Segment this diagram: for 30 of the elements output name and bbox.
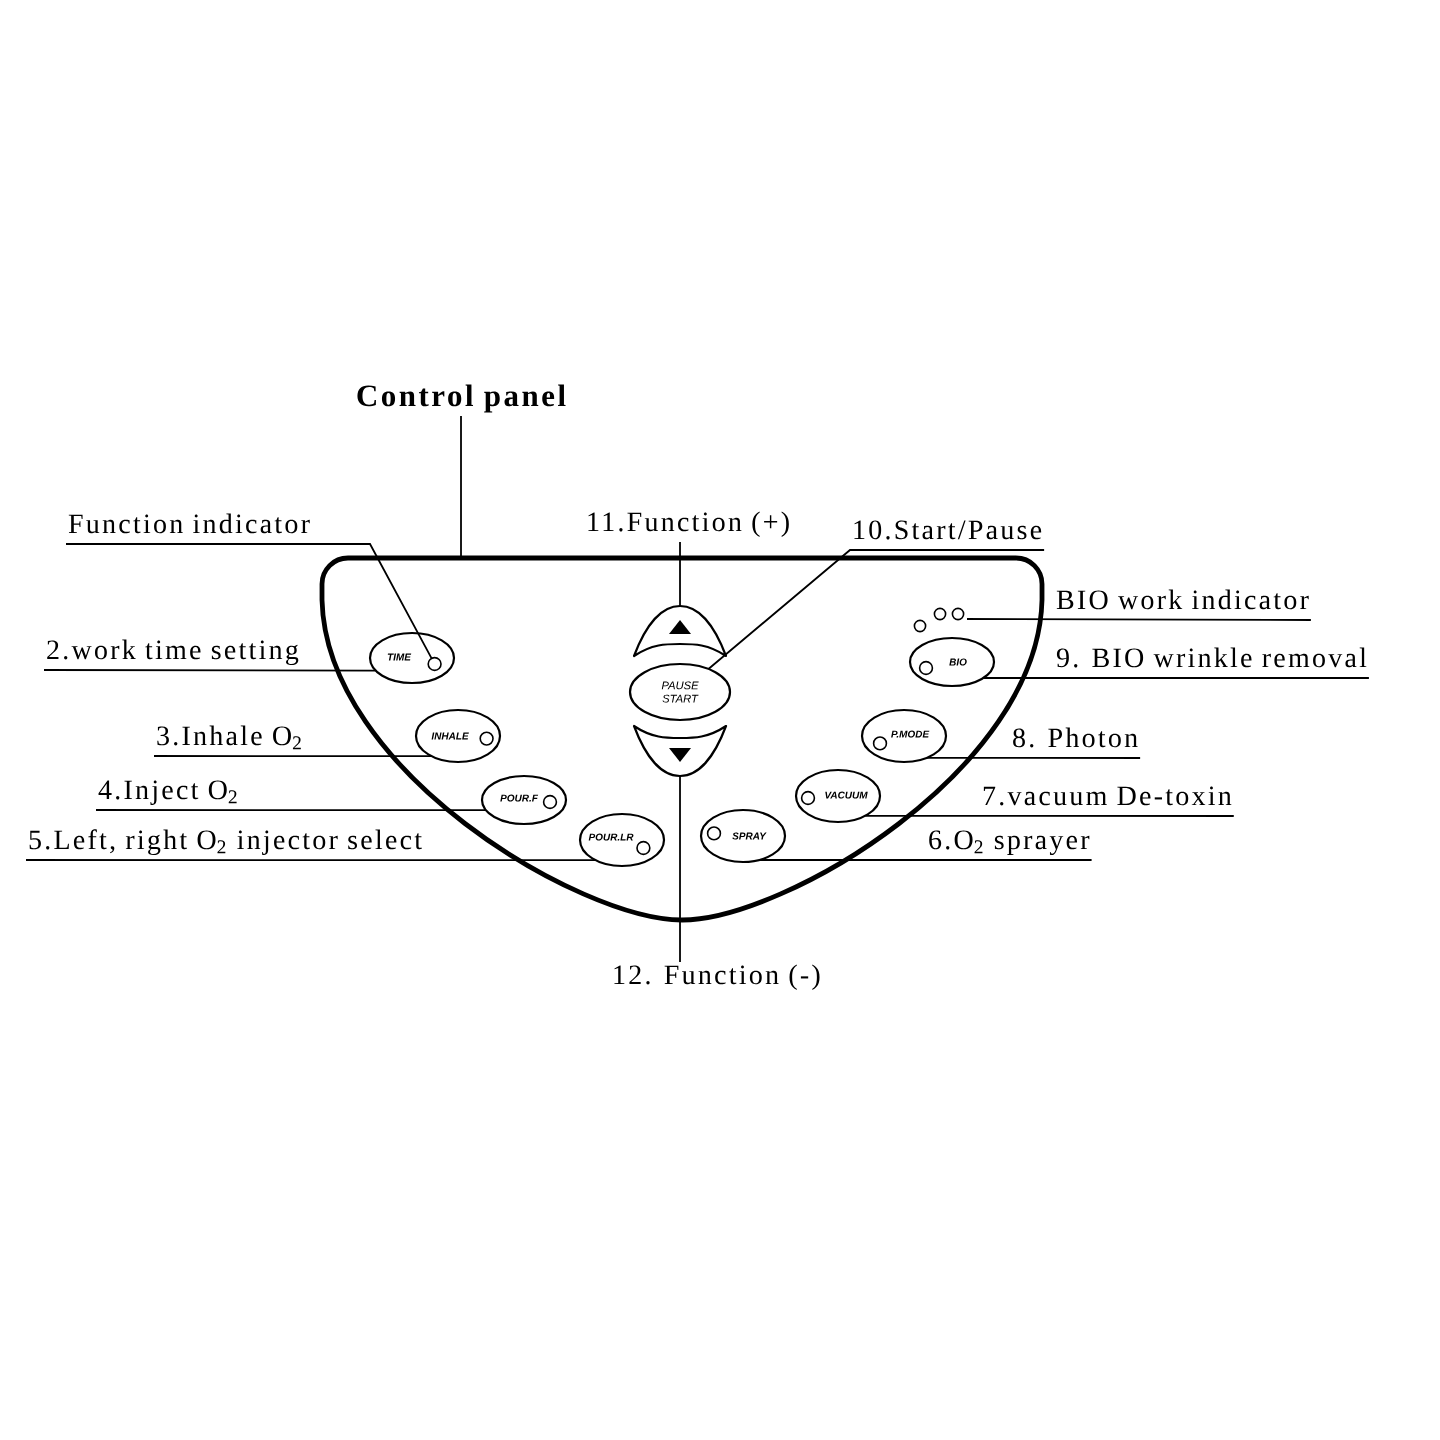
callout-text: 10.Start/Pause	[854, 520, 1042, 540]
callout-text: 12. Function (-)	[614, 964, 820, 990]
indicator-lights	[913, 607, 965, 633]
leader-line	[758, 859, 1093, 861]
callout-text: 4.Inject O$_{2}$	[98, 780, 237, 805]
callout-text: Control panel	[357, 384, 566, 413]
leader-line	[95, 809, 487, 812]
callout-text: 9. BIO wrinkle removal	[1056, 647, 1367, 668]
leader-line	[707, 549, 1045, 670]
callout-text: 7.vacuum De-toxin	[983, 786, 1232, 806]
callout-text: 3.Inhale O$_{2}$	[157, 725, 301, 750]
callout-text: Function indicator	[68, 513, 310, 534]
leader-line	[460, 415, 462, 559]
leader-line	[982, 677, 1370, 679]
arrow-button	[632, 724, 728, 778]
indicator-light	[427, 656, 442, 672]
leader-line	[925, 757, 1142, 759]
callout-text: 6.O$_{2}$ sprayer	[929, 830, 1090, 856]
leader-line	[153, 755, 433, 757]
callout-text: 11.Function (+)	[588, 511, 789, 537]
callout-text: 8. Photon	[1013, 727, 1138, 748]
arrow-button	[632, 604, 728, 658]
callout-text: 2.work time setting	[47, 639, 299, 666]
leader-line	[966, 618, 1312, 621]
callout-text: 5.Left, right O$_{2}$ injector select	[29, 829, 422, 856]
leader-line	[679, 541, 681, 607]
leader-line	[679, 775, 681, 963]
callout-text: BIO work indicator	[1056, 589, 1309, 610]
leader-line	[43, 669, 377, 672]
leader-line	[25, 859, 597, 861]
